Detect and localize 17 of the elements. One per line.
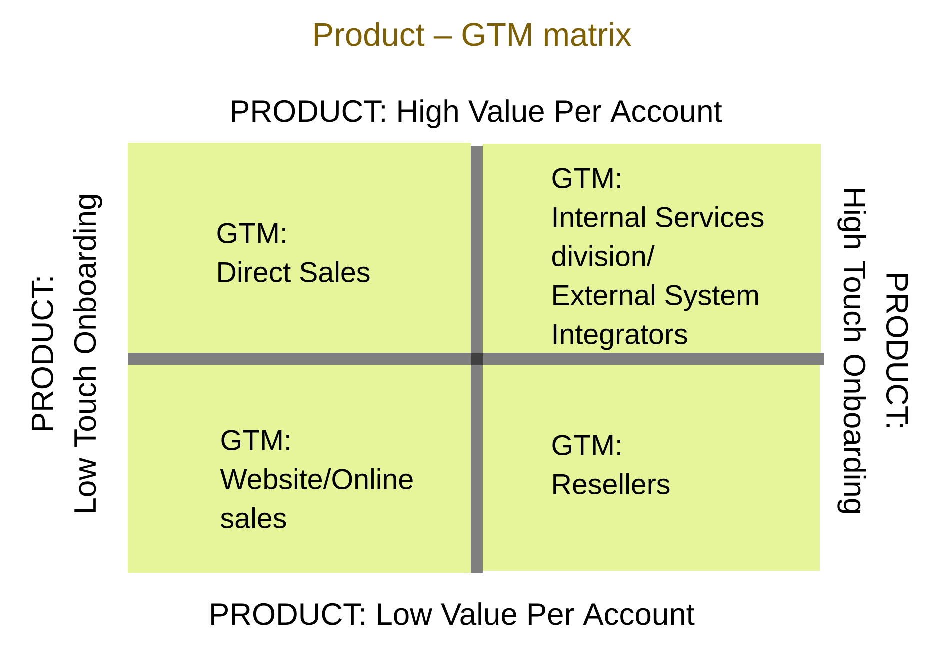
axis-label: PRODUCT: Low Touch Onboarding (32, 195, 102, 512)
quadrant-text: Direct Sales (218, 262, 370, 283)
quadrant-heading: GTM: (552, 435, 620, 456)
quadrant-text: Resellers (554, 474, 670, 495)
quadrant-text: Website/Online sales (220, 468, 413, 529)
quadrant-heading: GTM: (222, 430, 290, 451)
title: Product – GTM matrix (314, 22, 632, 46)
quadrant-heading: GTM: (218, 223, 286, 244)
quadrant-box (128, 143, 471, 353)
quadrant-box (128, 365, 471, 573)
axis-label: PRODUCT: High Value Per Account (232, 100, 722, 128)
quadrant-box (483, 365, 820, 571)
quadrant-text: Internal Services division/ External System Integrators (552, 206, 764, 350)
quadrant-heading: GTM: (552, 168, 620, 189)
axis-label: PRODUCT: High Touch Onboarding (838, 189, 908, 514)
quadrant-box (483, 144, 821, 353)
axis-label: PRODUCT: Low Value Per Account (212, 602, 695, 626)
